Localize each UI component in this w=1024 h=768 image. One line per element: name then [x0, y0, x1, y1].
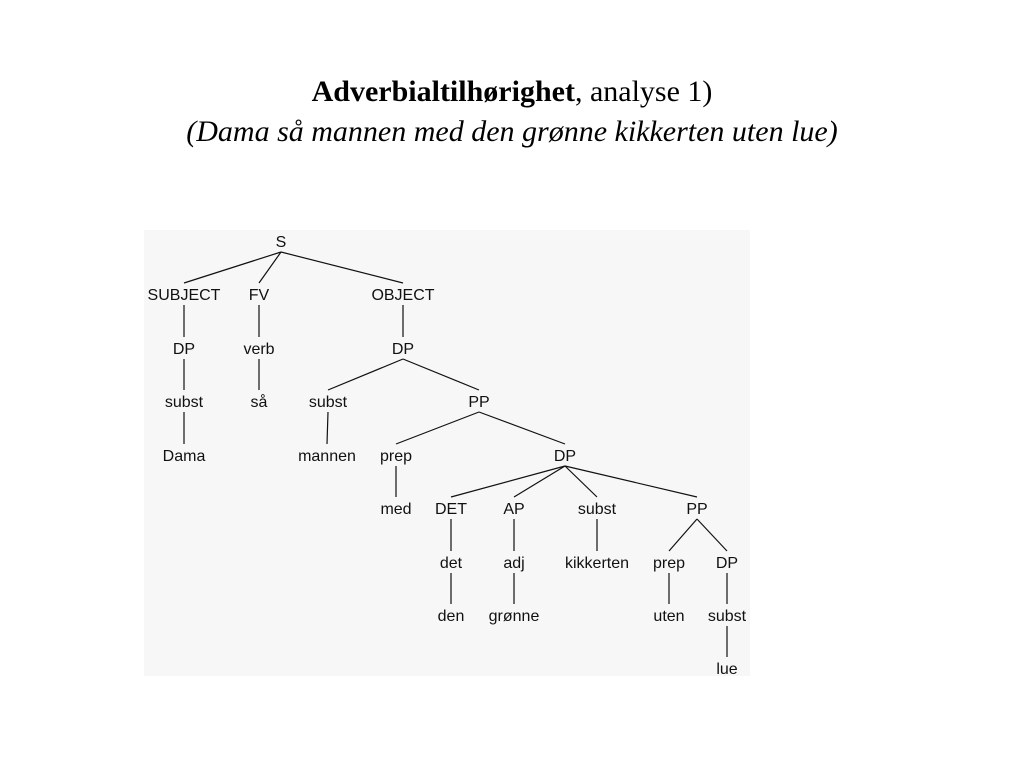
tree-edge-dp3-ap: [513, 465, 566, 498]
tree-edge-dp2-pp1: [402, 358, 480, 391]
tree-edge-s-object: [280, 251, 404, 284]
tree-edge-subst2-mannen: [326, 411, 329, 445]
tree-node-pp1: PP: [468, 394, 489, 411]
tree-node-object: OBJECT: [371, 287, 434, 304]
tree-node-prep1: prep: [380, 448, 412, 465]
tree-node-adj: adj: [503, 555, 524, 572]
tree-edge-dp2-subst2: [327, 358, 404, 391]
tree-node-gronne: grønne: [489, 608, 540, 625]
tree-node-uten: uten: [653, 608, 684, 625]
tree-node-dama: Dama: [163, 448, 206, 465]
tree-edge-pp2-prep2: [668, 518, 698, 552]
tree-edge-pp1-dp3: [478, 411, 566, 445]
tree-edge-dp3-pp2: [564, 465, 698, 498]
tree-node-dp4: DP: [716, 555, 738, 572]
tree-edge-pp2-dp4: [696, 518, 728, 552]
tree-node-subst1: subst: [165, 394, 204, 411]
tree-node-ap: AP: [503, 501, 524, 518]
tree-node-med: med: [380, 501, 411, 518]
tree-node-den: den: [438, 608, 465, 625]
title-rest: , analyse 1): [574, 75, 713, 108]
tree-node-det_l: det: [440, 555, 463, 572]
tree-edge-pp1-prep1: [395, 411, 480, 445]
tree-node-pp2: PP: [686, 501, 707, 518]
tree-edge-dp3-subst3: [564, 465, 598, 498]
tree-edge-dp3-det: [450, 465, 566, 498]
tree-node-dp1: DP: [173, 341, 195, 358]
slide-subtitle: (Dama så mannen med den grønne kikkerten…: [186, 115, 838, 148]
slide-title: Adverbialtilhørighet, analyse 1) (Dama s…: [0, 72, 1024, 152]
tree-node-saa: så: [251, 393, 268, 411]
tree-node-dp3: DP: [554, 448, 576, 465]
tree-node-subst2: subst: [309, 394, 348, 411]
tree-node-lue: lue: [716, 661, 737, 676]
tree-node-kikkerten: kikkerten: [565, 555, 629, 572]
tree-node-prep2: prep: [653, 555, 685, 572]
tree-node-subject: SUBJECT: [148, 287, 221, 304]
tree-edge-s-subject: [183, 251, 282, 284]
tree-node-dp2: DP: [392, 341, 414, 358]
tree-node-verb: verb: [243, 341, 274, 358]
tree-node-det: DET: [435, 501, 467, 518]
tree-node-mannen: mannen: [298, 448, 356, 465]
tree-node-subst3: subst: [578, 501, 617, 518]
title-line: Adverbialtilhørighet, analyse 1): [0, 72, 1024, 112]
title-bold: Adverbialtilhørighet: [311, 75, 575, 108]
tree-node-fv: FV: [249, 287, 270, 304]
tree-node-subst4: subst: [708, 608, 747, 625]
tree-edge-s-fv: [258, 251, 282, 284]
tree-node-s: S: [276, 234, 287, 251]
